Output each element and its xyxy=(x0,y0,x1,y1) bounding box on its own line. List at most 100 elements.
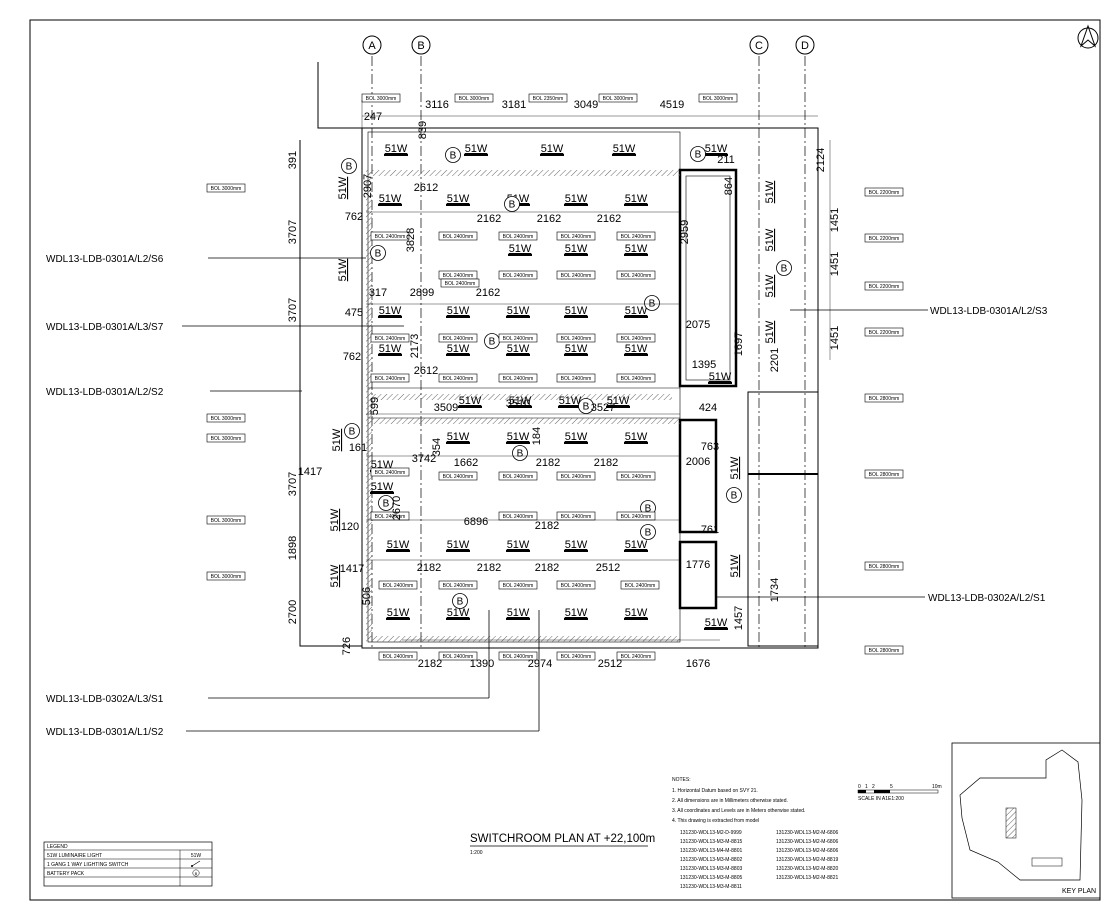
dimension-label: 6896 xyxy=(464,516,488,528)
note-model: 131230-WDL13-M3-M-8803 xyxy=(680,866,742,872)
dimension-label: 317 xyxy=(369,287,387,299)
svg-text:BOL 2400mm: BOL 2400mm xyxy=(561,234,592,240)
svg-text:BOL 3000mm: BOL 3000mm xyxy=(211,574,242,580)
dimension-label: 2182 xyxy=(594,457,618,469)
svg-text:2: 2 xyxy=(872,784,875,790)
bol-tag: BOL 2400mm xyxy=(556,580,596,590)
svg-text:B: B xyxy=(781,264,788,275)
dimension-label: 1417 xyxy=(298,466,322,478)
bol-tag: BOL 2400mm xyxy=(440,278,480,288)
luminaire-label: 51W xyxy=(625,343,648,355)
luminaire-label: 51W xyxy=(625,243,648,255)
svg-text:BOL 2400mm: BOL 2400mm xyxy=(503,273,534,279)
dimension-label: 3510 xyxy=(506,398,530,410)
drawing-title-scale: 1:200 xyxy=(470,850,483,856)
bol-tag: BOL 2800mm xyxy=(864,469,904,479)
luminaire-label: 51W xyxy=(764,228,776,251)
luminaire-label: 51W xyxy=(385,143,408,155)
svg-text:B: B xyxy=(375,249,382,260)
dimension-label: 3509 xyxy=(434,402,458,414)
note-model: 131230-WDL13-M2-M-8820 xyxy=(776,866,838,872)
dimension-label: 2182 xyxy=(418,658,442,670)
dimension-label: 391 xyxy=(287,151,299,169)
svg-text:5: 5 xyxy=(890,784,893,790)
svg-text:BOL 2400mm: BOL 2400mm xyxy=(621,514,652,520)
svg-text:BOL 2400mm: BOL 2400mm xyxy=(503,654,534,660)
dimension-label: 2006 xyxy=(686,456,710,468)
bol-tag: BOL 2400mm xyxy=(616,333,656,343)
luminaire-label: 51W xyxy=(565,243,588,255)
bol-tag: BOL 2800mm xyxy=(864,561,904,571)
legend: LEGEND 51W LUMINAIRE LIGHT 51W 1 GANG 1 … xyxy=(43,841,213,887)
luminaire-label: 51W xyxy=(625,431,648,443)
dimension-label: 3181 xyxy=(502,99,526,111)
svg-text:BOL 2400mm: BOL 2400mm xyxy=(561,273,592,279)
grid-label-a: A xyxy=(368,40,376,52)
svg-text:BOL 2400mm: BOL 2400mm xyxy=(383,583,414,589)
note-item: 3. All coordinates and Levels are in Met… xyxy=(672,808,805,814)
legend-label: 1 GANG 1 WAY LIGHTING SWITCH xyxy=(47,862,129,868)
luminaire-label: 51W xyxy=(371,481,394,493)
luminaire-label: 51W xyxy=(565,305,588,317)
luminaire-label: 51W xyxy=(625,607,648,619)
dimension-label: 2959 xyxy=(679,220,691,244)
bol-tag: BOL 2400mm xyxy=(556,511,596,521)
dimension-label: 2182 xyxy=(477,562,501,574)
bol-tag: BOL 2400mm xyxy=(378,580,418,590)
luminaire-label: 51W xyxy=(625,193,648,205)
key-plan-outline xyxy=(959,749,1083,881)
battery-pack-icon: B xyxy=(378,495,394,511)
svg-text:B: B xyxy=(695,150,702,161)
sheet-border xyxy=(29,19,1101,901)
svg-text:BOL 2400mm: BOL 2400mm xyxy=(375,376,406,382)
luminaire-label: 51W xyxy=(764,180,776,203)
svg-text:BOL 2400mm: BOL 2400mm xyxy=(375,234,406,240)
battery-pack-icon: B xyxy=(370,245,386,261)
dimension-label: 839 xyxy=(417,121,429,139)
bol-tag: BOL 2400mm xyxy=(498,373,538,383)
svg-text:BOL 2400mm: BOL 2400mm xyxy=(621,376,652,382)
svg-text:BOL 2400mm: BOL 2400mm xyxy=(561,474,592,480)
luminaire-label: 51W xyxy=(764,274,776,297)
note-model: 131230-WDL13-M3-M-8811 xyxy=(680,884,742,890)
luminaire-label: 51W xyxy=(507,607,530,619)
dimension-label: 599 xyxy=(369,397,381,415)
svg-text:BOL 2400mm: BOL 2400mm xyxy=(503,474,534,480)
dimension-label: 3527 xyxy=(591,402,615,414)
luminaire-label: 51W xyxy=(507,343,530,355)
battery-pack-icon: B xyxy=(341,158,357,174)
dimension-label: 3707 xyxy=(287,220,299,244)
svg-text:BOL 2400mm: BOL 2400mm xyxy=(503,336,534,342)
svg-text:BOL 2400mm: BOL 2400mm xyxy=(503,376,534,382)
svg-text:BOL 2400mm: BOL 2400mm xyxy=(383,654,414,660)
circuit-leaders xyxy=(182,257,928,732)
luminaire-label: 51W xyxy=(447,539,470,551)
dimension-label: 3707 xyxy=(287,298,299,322)
bol-tag: BOL 2400mm xyxy=(370,373,410,383)
bol-tag: BOL 2400mm xyxy=(370,511,410,521)
svg-text:B: B xyxy=(509,200,516,211)
dimension-label: 3116 xyxy=(425,99,449,111)
bol-tag: BOL 2400mm xyxy=(498,471,538,481)
svg-text:BOL 3000mm: BOL 3000mm xyxy=(366,96,397,102)
dimension-label: 2182 xyxy=(535,520,559,532)
svg-text:BOL 2800mm: BOL 2800mm xyxy=(869,396,900,402)
bol-tag: BOL 3000mm xyxy=(698,93,738,103)
circuit-labels: WDL13-LDB-0301A/L2/S6 WDL13-LDB-0301A/L3… xyxy=(46,254,1048,738)
bol-tag: BOL 3000mm xyxy=(206,433,246,443)
luminaire-label: 51W xyxy=(447,343,470,355)
svg-text:BOL 2400mm: BOL 2400mm xyxy=(503,514,534,520)
bol-tag: BOL 3000mm xyxy=(206,413,246,423)
bol-tag: BOL 2200mm xyxy=(864,233,904,243)
luminaire-label: 51W xyxy=(337,176,349,199)
svg-text:BOL 2400mm: BOL 2400mm xyxy=(375,514,406,520)
dimension-label: 2182 xyxy=(417,562,441,574)
notes-heading: NOTES: xyxy=(672,777,691,783)
notes-block: NOTES: 1. Horizontal Datum based on SVY … xyxy=(672,777,838,890)
luminaire-label: 51W xyxy=(565,343,588,355)
bol-tag: BOL 2400mm xyxy=(498,231,538,241)
dimension-label: 2512 xyxy=(596,562,620,574)
battery-pack-icon: B xyxy=(484,333,500,349)
